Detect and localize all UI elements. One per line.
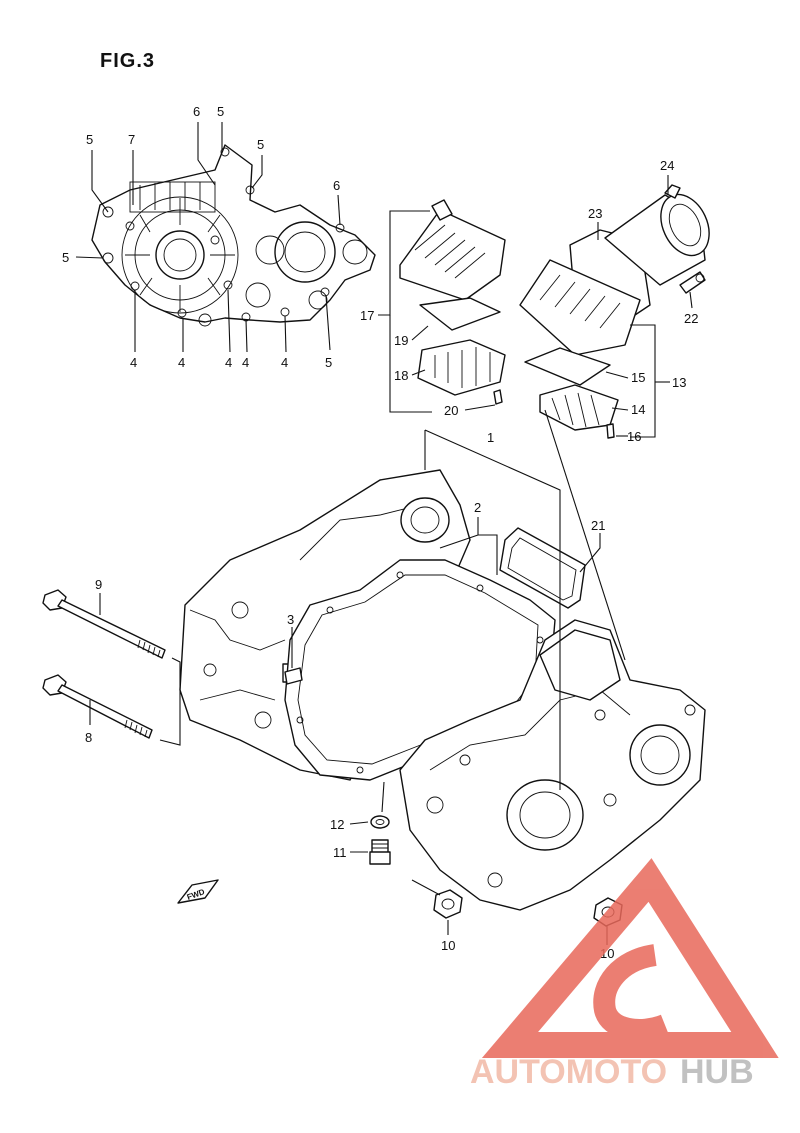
callout-5: 5: [62, 250, 69, 265]
callout-5: 5: [86, 132, 93, 147]
callout-13: 13: [672, 375, 686, 390]
watermark-logo: AUTOMOTO HUB: [470, 858, 779, 1091]
callout-4: 4: [225, 355, 232, 370]
callout-21: 21: [591, 518, 605, 533]
callout-5: 5: [325, 355, 332, 370]
callout-4: 4: [242, 355, 249, 370]
callout-24: 24: [660, 158, 674, 173]
callout-5: 5: [217, 104, 224, 119]
callout-7: 7: [128, 132, 135, 147]
washer-12: [370, 815, 390, 829]
callout-4: 4: [130, 355, 137, 370]
callout-9: 9: [95, 577, 102, 592]
bolt-9: [42, 589, 166, 659]
reed-valve-assembly-right: [519, 259, 641, 439]
dowel-pin-3: [284, 667, 303, 685]
reed-valve-assembly-left: [399, 199, 506, 405]
callout-4: 4: [178, 355, 185, 370]
bolt-8: [42, 674, 153, 739]
callout-22: 22: [684, 311, 698, 326]
callout-labels: 5 7 6 5 5 6 5 4 4 4 4 4 5 17 19 18 20 24…: [62, 104, 698, 961]
callout-20: 20: [444, 403, 458, 418]
drain-plug-11: [369, 839, 391, 865]
callout-15: 15: [631, 370, 645, 385]
callout-6: 6: [193, 104, 200, 119]
callout-8: 8: [85, 730, 92, 745]
leader-lines-intake: [597, 175, 693, 438]
reed-stopper: [417, 339, 506, 396]
callout-5: 5: [257, 137, 264, 152]
callout-17: 17: [360, 308, 374, 323]
crankcase-half-inner-view: [91, 144, 376, 327]
callout-18: 18: [394, 368, 408, 383]
reed-plate: [419, 297, 501, 331]
watermark-text-part1: AUTOMOTO: [470, 1053, 667, 1091]
leader-lines-main: [89, 409, 626, 945]
callout-11: 11: [333, 845, 347, 860]
watermark-triangle: [481, 858, 779, 1058]
callout-19: 19: [394, 333, 408, 348]
forward-direction-badge: FWD: [177, 879, 219, 904]
callout-14: 14: [631, 402, 645, 417]
callout-3: 3: [287, 612, 294, 627]
reed-stopper-right: [539, 384, 619, 431]
callout-12: 12: [330, 817, 344, 832]
callout-6: 6: [333, 178, 340, 193]
figure-title: FIG.3: [100, 50, 156, 72]
watermark-text-part2: HUB: [680, 1053, 754, 1091]
callout-16: 16: [627, 429, 641, 444]
crankcase-right: [399, 619, 706, 911]
watermark-g-mark: [593, 944, 670, 1041]
callout-1: 1: [487, 430, 494, 445]
nut-10-left: [433, 889, 463, 919]
callout-23: 23: [588, 206, 602, 221]
callout-4: 4: [281, 355, 288, 370]
reed-plate-right: [524, 347, 611, 386]
gasket-intake-21: [499, 527, 586, 609]
callout-10: 10: [441, 938, 455, 953]
leader-lines-upper: [75, 122, 341, 353]
callout-2: 2: [474, 500, 481, 515]
leader-lines-reed-left: [378, 210, 496, 413]
